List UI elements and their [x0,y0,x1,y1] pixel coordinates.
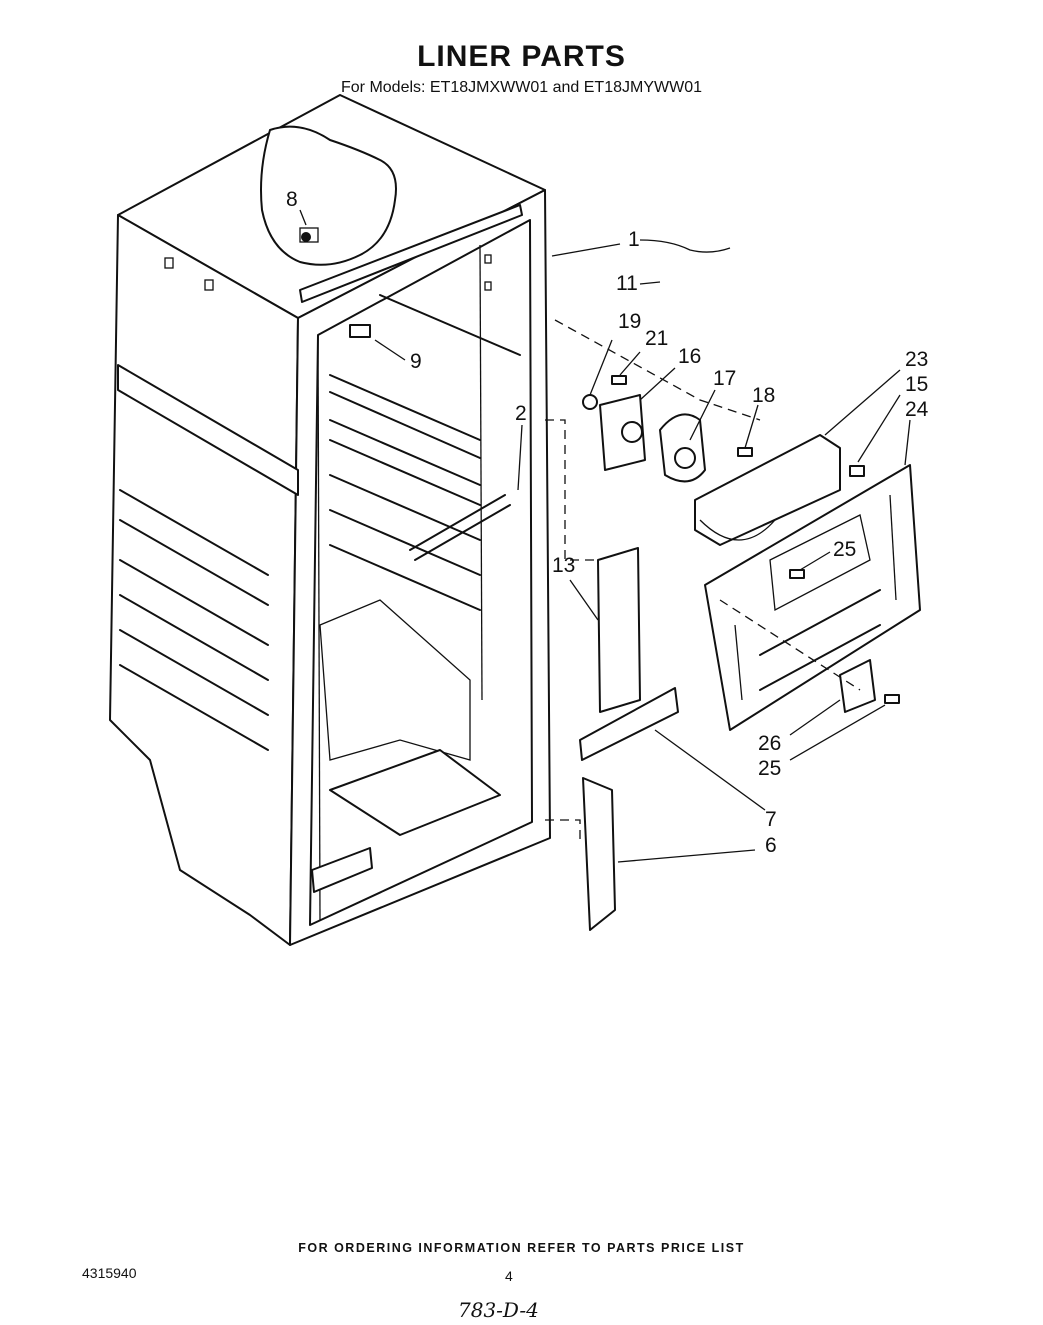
callout-26: 26 [758,732,781,755]
callout-15: 15 [905,373,928,396]
callout-25-lower: 25 [758,757,781,780]
duct-parts [579,239,731,931]
callout-8: 8 [286,188,298,211]
models-subtitle: For Models: ET18JMXWW01 and ET18JMYWW01 [341,79,702,96]
callout-2: 2 [515,402,527,425]
callout-13: 13 [552,554,575,577]
rear-panel [704,464,921,731]
callout-1: 1 [628,228,640,251]
callout-18: 18 [752,384,775,407]
evaporator-cover [694,434,841,546]
callout-21: 21 [645,327,668,350]
callout-25-upper: 25 [833,538,856,561]
callout-labels: 1 11 8 9 19 21 16 17 18 23 15 24 2 25 13… [286,188,929,857]
page-number: 4 [505,1268,513,1284]
cabinet-drawing [109,94,551,946]
leader-lines [299,209,911,863]
callout-6: 6 [765,834,777,857]
callout-19: 19 [618,310,641,333]
ordering-note: FOR ORDERING INFORMATION REFER TO PARTS … [298,1241,745,1255]
callout-23: 23 [905,348,928,371]
callout-17: 17 [713,367,736,390]
callout-11: 11 [616,272,638,295]
callout-24: 24 [905,398,929,421]
callout-16: 16 [678,345,701,368]
callout-7: 7 [765,808,777,831]
callout-9: 9 [410,350,422,373]
handwritten-note: 783-D-4 [458,1298,539,1322]
page-title: LINER PARTS [417,40,626,73]
assembly-lines [545,319,861,840]
document-number: 4315940 [82,1265,137,1281]
